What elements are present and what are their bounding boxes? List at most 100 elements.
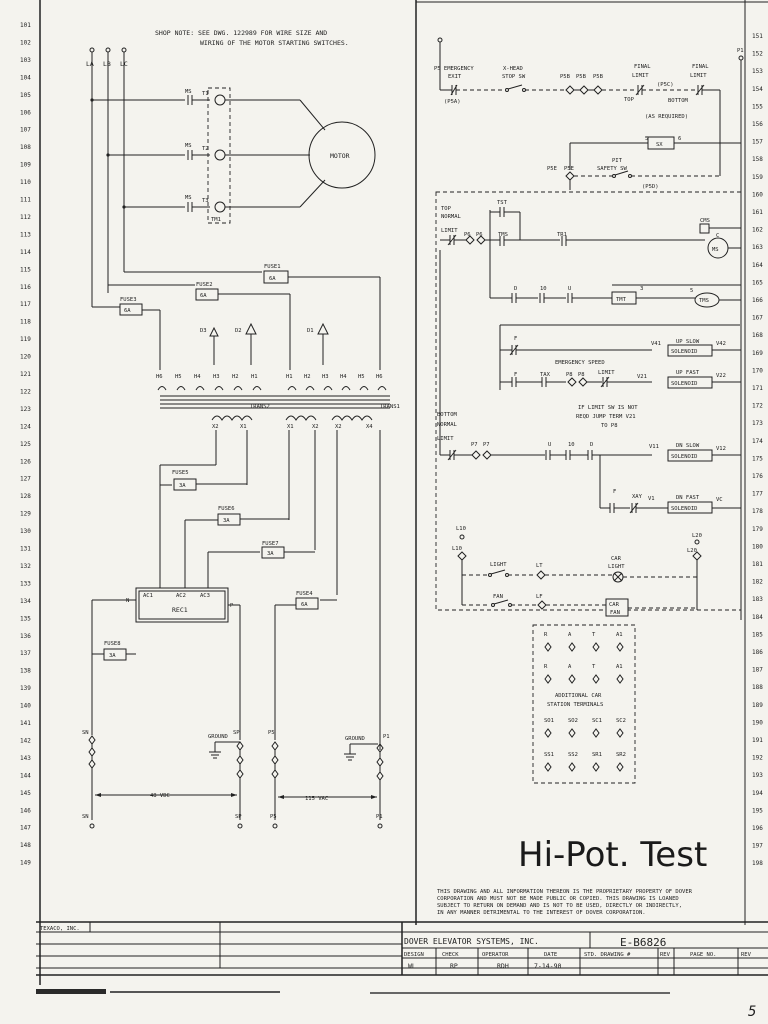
operator-value: RDH	[497, 962, 509, 970]
line-number-right: 198	[752, 860, 763, 867]
line-number-right: 153	[752, 68, 763, 75]
svg-text:LIMIT: LIMIT	[632, 73, 649, 79]
station-terminal-label: A	[568, 632, 572, 638]
svg-text:FAN: FAN	[610, 610, 620, 616]
line-number-left: 146	[20, 807, 31, 814]
line-number-left: 118	[20, 319, 31, 326]
line-number-right: 178	[752, 508, 763, 515]
svg-text:P1: P1	[383, 734, 390, 740]
fuse1: FUSE1 6A	[124, 264, 381, 370]
line-number-right: 164	[752, 262, 763, 269]
tap-coil	[377, 386, 387, 391]
station-terminal-label: A1	[616, 664, 623, 670]
svg-text:6: 6	[678, 136, 681, 142]
svg-text:(AS REQUIRED): (AS REQUIRED)	[645, 114, 688, 120]
svg-text:P5E: P5E	[564, 166, 574, 172]
additional-label-1: ADDITIONAL CAR	[555, 693, 602, 699]
svg-text:STOP SW: STOP SW	[502, 74, 526, 80]
line-number-right: 161	[752, 209, 763, 216]
tap-label: H6	[376, 374, 383, 380]
station-terminal-label: SC2	[616, 718, 626, 724]
tap-label: H3	[322, 374, 329, 380]
svg-text:(P5D): (P5D)	[642, 184, 659, 190]
tap-label: H1	[251, 374, 258, 380]
design-value: WL	[408, 962, 416, 970]
line-number-left: 134	[20, 598, 31, 605]
svg-text:P1: P1	[737, 48, 744, 54]
motor-label: MOTOR	[330, 152, 350, 160]
line-number-left: 107	[20, 127, 31, 134]
svg-text:P: P	[230, 603, 234, 609]
svg-text:3A: 3A	[223, 518, 230, 524]
line-numbers-right: 1511521531541551561571581591601611621631…	[752, 33, 763, 867]
svg-text:P5B: P5B	[576, 74, 587, 80]
line-number-right: 168	[752, 332, 763, 339]
svg-text:FUSE8: FUSE8	[104, 641, 121, 647]
line-number-left: 125	[20, 441, 31, 448]
svg-text:P8: P8	[578, 372, 585, 378]
scan-artifact-right	[370, 992, 670, 994]
line-number-right: 194	[752, 790, 763, 797]
line-number-right: 176	[752, 473, 763, 480]
svg-text:X2: X2	[312, 424, 319, 430]
svg-text:FUSE7: FUSE7	[262, 541, 279, 547]
line-numbers-left: 1011021031041051061071081091101111121131…	[20, 22, 31, 867]
svg-text:FINAL: FINAL	[634, 64, 651, 70]
station-terminal-label: SR1	[592, 752, 602, 758]
svg-text:OPERATOR: OPERATOR	[482, 952, 509, 958]
shop-note-line2: WIRING OF THE MOTOR STARTING SWITCHES.	[200, 39, 349, 47]
tap-coil	[305, 386, 315, 391]
tap-coil	[214, 386, 224, 391]
svg-text:FUSE3: FUSE3	[120, 297, 137, 303]
svg-text:F: F	[514, 336, 517, 342]
check-value: RP	[450, 962, 458, 970]
line-number-right: 195	[752, 807, 763, 814]
svg-text:P5 EMERGENCY: P5 EMERGENCY	[434, 66, 474, 72]
svg-text:X2: X2	[335, 424, 342, 430]
svg-text:5: 5	[645, 136, 648, 142]
svg-text:UP FAST: UP FAST	[676, 370, 700, 376]
tap-coil	[341, 386, 351, 391]
tap-label: H1	[286, 374, 293, 380]
line-number-right: 181	[752, 561, 763, 568]
line-number-right: 167	[752, 315, 763, 322]
svg-text:FINAL: FINAL	[692, 64, 709, 70]
line-number-left: 136	[20, 633, 31, 640]
svg-text:10: 10	[540, 286, 547, 292]
line-number-left: 120	[20, 354, 31, 361]
station-terminal-label: A1	[616, 632, 623, 638]
date-value: 7-14-90	[534, 962, 561, 970]
svg-text:P6: P6	[464, 232, 471, 238]
svg-text:LF: LF	[536, 594, 543, 600]
line-number-right: 192	[752, 755, 763, 762]
svg-text:IF LIMIT SW IS NOT: IF LIMIT SW IS NOT	[578, 405, 638, 411]
station-terminal	[616, 674, 624, 684]
svg-text:L10: L10	[452, 546, 462, 552]
line-number-right: 196	[752, 825, 763, 832]
svg-text:P8: P8	[566, 372, 573, 378]
svg-text:CAR: CAR	[611, 556, 622, 562]
station-terminal-label: T	[592, 664, 596, 670]
svg-text:6A: 6A	[269, 276, 276, 282]
fuse2: FUSE2 6A	[107, 282, 291, 370]
line-number-left: 123	[20, 406, 31, 413]
line-number-right: 191	[752, 737, 763, 744]
company-name: DOVER ELEVATOR SYSTEMS, INC.	[404, 937, 539, 946]
line-number-right: 188	[752, 684, 763, 691]
line-number-left: 114	[20, 249, 31, 256]
line-number-left: 109	[20, 162, 31, 169]
line-number-right: 179	[752, 526, 763, 533]
svg-text:LIMIT: LIMIT	[690, 73, 707, 79]
line-number-left: 116	[20, 284, 31, 291]
terminal-t2: T2	[202, 146, 209, 152]
line-number-right: 171	[752, 385, 763, 392]
line-number-left: 115	[20, 266, 31, 273]
svg-text:TRANS1: TRANS1	[380, 404, 400, 410]
line-number-right: 166	[752, 297, 763, 304]
line-number-left: 142	[20, 737, 31, 744]
svg-text:P1: P1	[376, 814, 383, 820]
car-station-terminals-box	[532, 624, 636, 784]
station-terminal	[592, 762, 600, 772]
